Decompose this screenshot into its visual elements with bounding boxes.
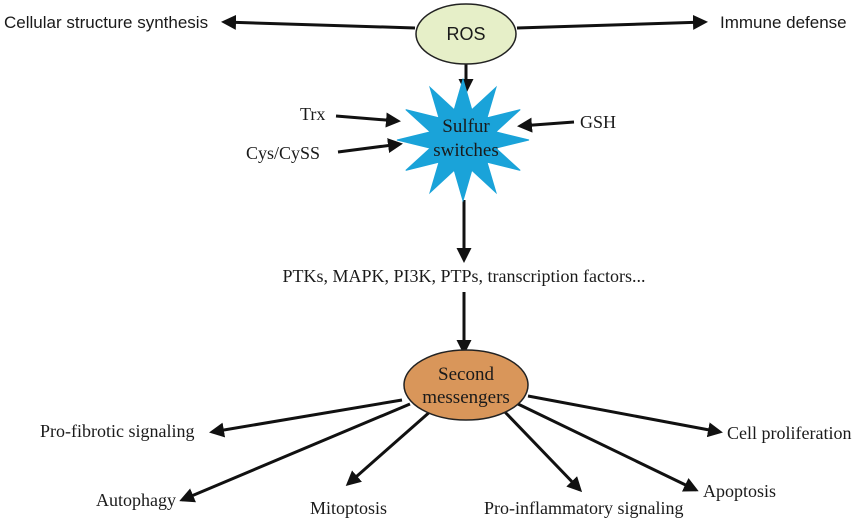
label-autophagy: Autophagy <box>96 490 176 510</box>
label-trx: Trx <box>300 104 325 124</box>
label-cell-proliferation: Cell proliferation <box>727 423 851 443</box>
label-pro-fibrotic: Pro-fibrotic signaling <box>40 421 194 441</box>
arrow-second-to-pro-inflammatory <box>501 408 583 493</box>
sulfur-switches-node: Sulfur switches <box>396 77 530 203</box>
label-immune-defense: Immune defense <box>720 13 847 32</box>
arrow-gsh-to-sulfur <box>517 117 575 133</box>
arrow-second-to-autophagy <box>179 402 411 503</box>
sulfur-starburst <box>396 77 530 203</box>
arrow-second-to-apoptosis <box>517 402 699 492</box>
arrow-cyscyss-to-sulfur <box>337 138 403 154</box>
label-mitoptosis: Mitoptosis <box>310 498 387 518</box>
sulfur-label-line2: switches <box>433 140 498 161</box>
second-label-line2: messengers <box>422 387 510 408</box>
second-messengers-node: Second messengers <box>403 349 529 421</box>
ros-node: ROS <box>415 3 517 65</box>
label-gsh: GSH <box>580 112 616 132</box>
arrow-second-to-cell-proliferation <box>527 394 723 438</box>
label-pro-inflammatory: Pro-inflammatory signaling <box>484 498 683 518</box>
ros-label: ROS <box>446 24 485 44</box>
label-kinases: PTKs, MAPK, PI3K, PTPs, transcription fa… <box>283 266 646 286</box>
label-cellular-structure: Cellular structure synthesis <box>4 13 208 32</box>
arrow-trx-to-sulfur <box>335 112 401 128</box>
label-apoptosis: Apoptosis <box>703 481 776 501</box>
arrow-ros-to-immune-defense <box>516 14 708 30</box>
arrow-second-to-pro-fibrotic <box>209 398 403 438</box>
label-cys-cyss: Cys/CySS <box>246 143 320 163</box>
arrow-second-to-mitoptosis <box>345 408 433 486</box>
second-label-line1: Second <box>438 364 494 385</box>
second-messengers-ellipse <box>403 349 529 421</box>
arrow-ros-to-cellular-structure <box>221 14 416 30</box>
sulfur-label-line1: Sulfur <box>442 116 490 137</box>
ros-ellipse <box>415 3 517 65</box>
